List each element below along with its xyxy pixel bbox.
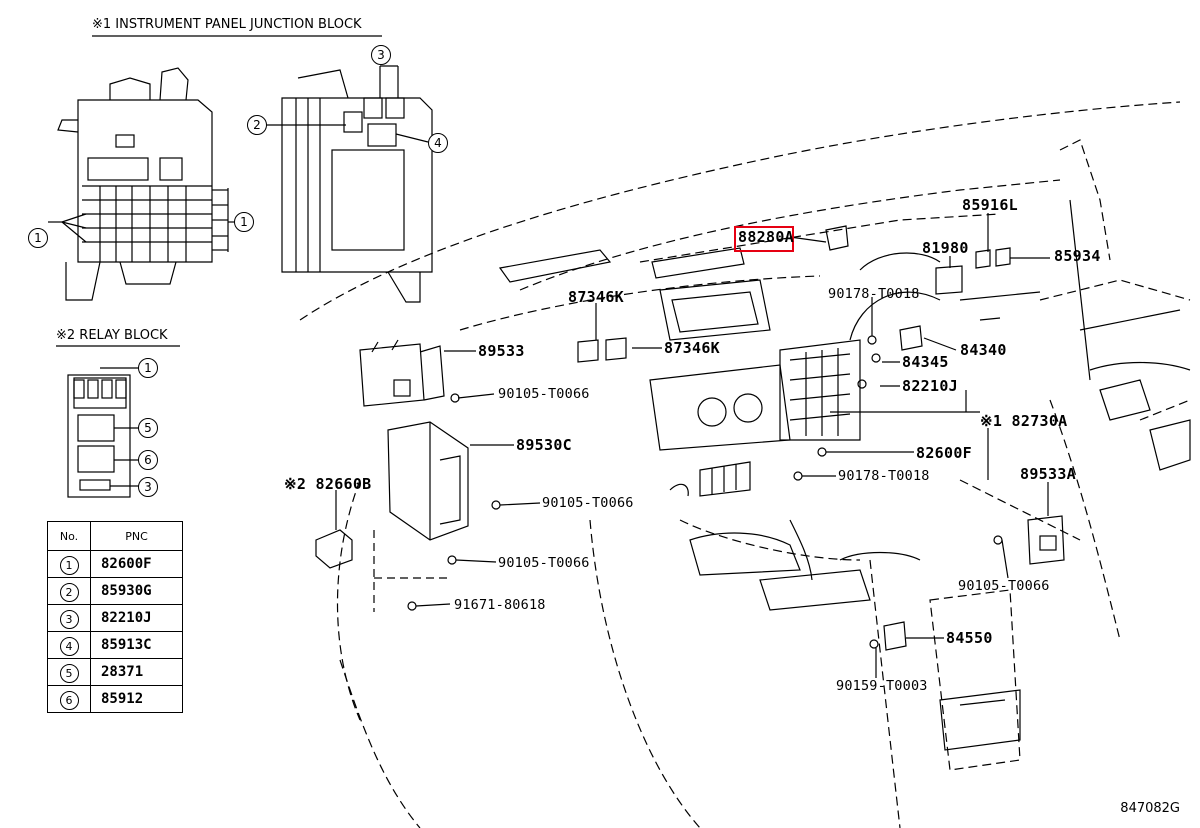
part-84340[interactable]: 84340	[960, 341, 1007, 359]
row-pnc[interactable]: 85912	[90, 685, 183, 713]
row-pnc[interactable]: 85930G	[90, 577, 183, 605]
part-87346k-top[interactable]: 87346K	[568, 288, 624, 306]
table-row: 2 85930G	[47, 577, 183, 605]
callout-jb-2: 2	[247, 115, 267, 135]
part-90178-bottom[interactable]: 90178-T0018	[838, 468, 930, 484]
part-89533[interactable]: 89533	[478, 342, 525, 360]
callout-rb-5: 5	[138, 418, 158, 438]
highlight-box	[734, 226, 794, 252]
junction-block-side	[266, 65, 433, 303]
leader-lines	[335, 213, 1050, 678]
part-90105-c[interactable]: 90105-T0066	[498, 555, 590, 571]
part-90105-b[interactable]: 90105-T0066	[542, 495, 634, 511]
part-81980[interactable]: 81980	[922, 239, 969, 257]
callout-jb-3: 3	[371, 45, 391, 65]
part-82600f[interactable]: 82600F	[916, 444, 972, 462]
row-number: 3	[59, 609, 79, 629]
row-pnc[interactable]: 85913C	[90, 631, 183, 659]
dashboard-linework	[498, 199, 1191, 751]
row-pnc[interactable]: 28371	[90, 658, 183, 686]
part-89530c[interactable]: 89530C	[516, 436, 572, 454]
part-82210j[interactable]: 82210J	[902, 377, 958, 395]
callout-jb-left-1: 1	[28, 228, 48, 248]
part-84345[interactable]: 84345	[902, 353, 949, 371]
table-row: 3 82210J	[47, 604, 183, 632]
callout-jb-right-1: 1	[234, 212, 254, 232]
row-number: 1	[59, 555, 79, 575]
row-number: 6	[59, 690, 79, 710]
part-85934[interactable]: 85934	[1054, 247, 1101, 265]
junction-block-front	[48, 67, 236, 301]
row-pnc[interactable]: 82600F	[90, 550, 183, 578]
table-row: 5 28371	[47, 658, 183, 686]
part-90105-a[interactable]: 90105-T0066	[498, 386, 590, 402]
table-row: 1 82600F	[47, 550, 183, 578]
part-82730a[interactable]: ※1 82730A	[980, 412, 1068, 430]
callout-rb-1: 1	[138, 358, 158, 378]
row-number: 4	[59, 636, 79, 656]
row-number: 5	[59, 663, 79, 683]
part-85916l[interactable]: 85916L	[962, 196, 1018, 214]
part-87346k-mid[interactable]: 87346K	[664, 339, 720, 357]
relay-block-drawing	[67, 367, 140, 498]
part-89533a[interactable]: 89533A	[1020, 465, 1076, 483]
part-91671[interactable]: 91671-80618	[454, 597, 546, 613]
callout-jb-4: 4	[428, 133, 448, 153]
col-pnc-header: PNC	[90, 521, 183, 551]
part-88280a[interactable]: 88280A	[738, 228, 794, 246]
part-84550[interactable]: 84550	[946, 629, 993, 647]
callout-rb-6: 6	[138, 450, 158, 470]
relay-block-header: ※2 RELAY BLOCK	[56, 328, 168, 343]
figure-id: 847082G	[1120, 801, 1180, 816]
junction-block-header: ※1 INSTRUMENT PANEL JUNCTION BLOCK	[92, 17, 362, 32]
callout-rb-3: 3	[138, 477, 158, 497]
pnc-table-header: No. PNC	[47, 521, 183, 551]
pnc-table: No. PNC 1 82600F 2 85930G 3 82210J 4 859…	[47, 521, 183, 713]
part-90105-d[interactable]: 90105-T0066	[958, 578, 1050, 594]
row-pnc[interactable]: 82210J	[90, 604, 183, 632]
table-row: 4 85913C	[47, 631, 183, 659]
col-no-header: No.	[47, 521, 91, 551]
part-90178-top[interactable]: 90178-T0018	[828, 286, 920, 302]
component-shapes	[315, 225, 1065, 651]
row-number: 2	[59, 582, 79, 602]
part-90159[interactable]: 90159-T0003	[836, 678, 928, 694]
table-row: 6 85912	[47, 685, 183, 713]
part-82660b[interactable]: ※2 82660B	[284, 475, 372, 493]
